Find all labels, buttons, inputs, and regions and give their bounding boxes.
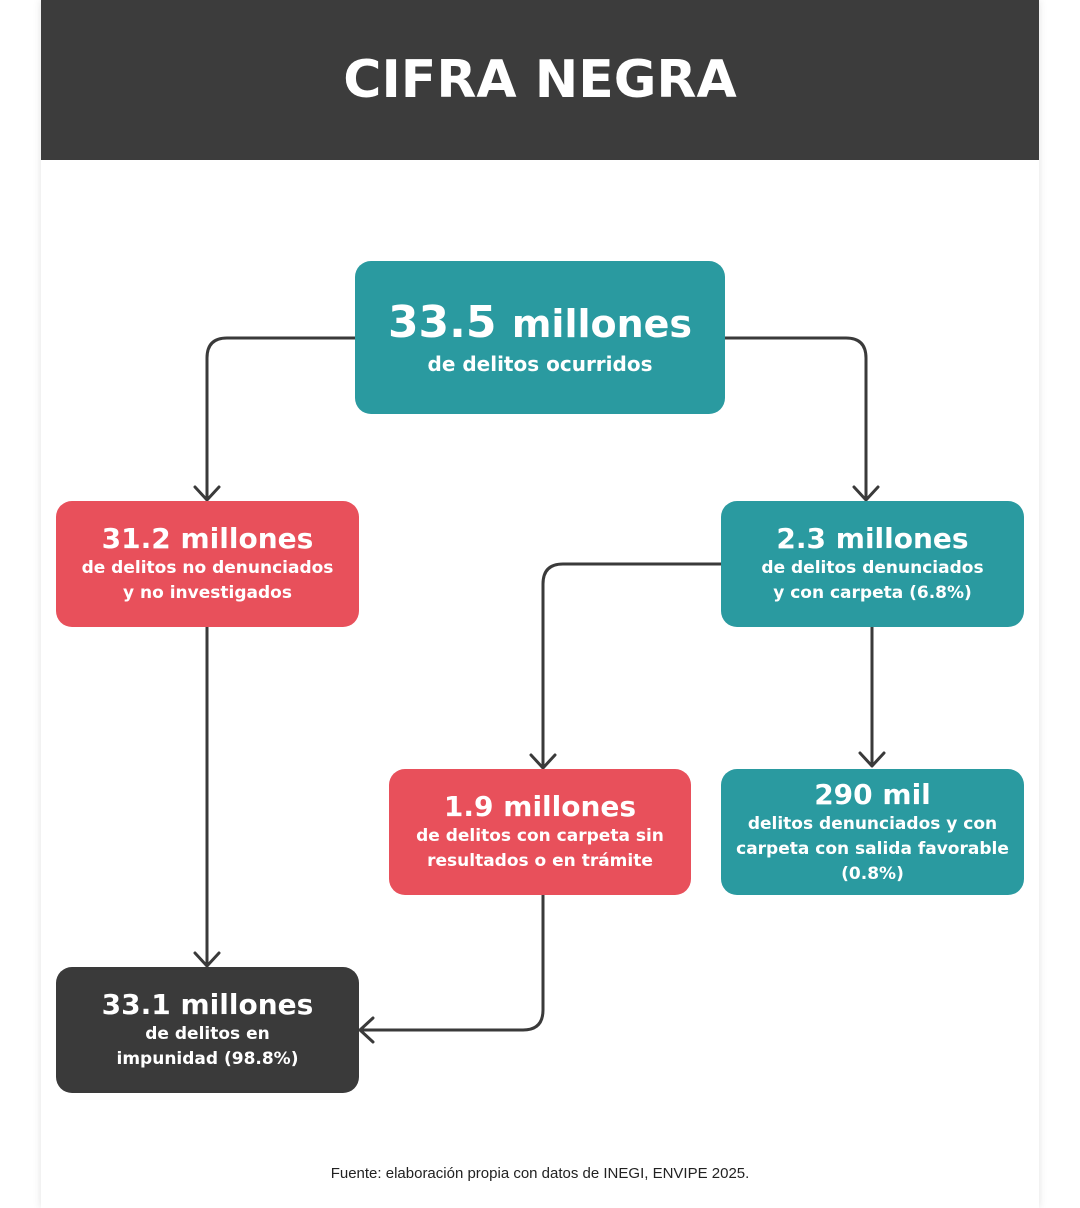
total-desc: de delitos ocurridos [427, 352, 653, 376]
node-value: 1.9 millones [443, 790, 637, 823]
node-sin-resultados: 1.9 millones de delitos con carpeta sin … [389, 769, 691, 895]
node-desc: y no investigados [123, 583, 292, 603]
header-banner: CIFRA NEGRA [41, 0, 1039, 160]
node-desc: resultados o en trámite [427, 851, 653, 871]
page-title: CIFRA NEGRA [343, 50, 737, 110]
connector-total-to-denunciados [723, 336, 868, 501]
node-desc: de delitos denunciados [761, 558, 984, 578]
node-value: 31.2 millones [101, 522, 314, 555]
arrowhead [529, 753, 557, 770]
connector-denunciados-to-sin-resultados [541, 562, 723, 769]
node-salida-favorable: 290 mil delitos denunciados y con carpet… [721, 769, 1024, 895]
total-unit: millones [511, 302, 693, 346]
node-desc: carpeta con salida favorable [736, 838, 1009, 859]
node-desc: (0.8%) [841, 863, 904, 884]
node-value: 2.3 millones [776, 522, 969, 555]
arrowhead [852, 485, 880, 502]
node-desc: de delitos con carpeta sin [416, 826, 664, 846]
arrowhead [193, 485, 221, 502]
arrowhead [358, 1016, 375, 1044]
node-value: 290 mil [814, 777, 931, 811]
node-desc: impunidad (98.8%) [116, 1049, 299, 1069]
node-value: 33.1 millones [101, 988, 314, 1021]
node-no-denunciados: 31.2 millones de delitos no denunciados … [56, 501, 359, 627]
node-desc: y con carpeta (6.8%) [773, 583, 972, 603]
node-impunidad: 33.1 millones de delitos en impunidad (9… [56, 967, 359, 1093]
node-denunciados: 2.3 millones de delitos denunciados y co… [721, 501, 1024, 627]
total-value: 33.5 [387, 297, 497, 348]
arrowhead [858, 751, 886, 768]
node-total-delitos: 33.5 millones de delitos ocurridos [355, 261, 725, 414]
node-desc: de delitos no denunciados [81, 558, 334, 578]
arrowhead [193, 951, 221, 968]
connector-total-to-no-denunciados [205, 336, 357, 501]
connector-sin-resultados-to-impunidad [359, 893, 545, 1032]
source-footnote: Fuente: elaboración propia con datos de … [330, 1165, 750, 1182]
node-desc: delitos denunciados y con [747, 813, 998, 834]
node-desc: de delitos en [145, 1024, 270, 1044]
